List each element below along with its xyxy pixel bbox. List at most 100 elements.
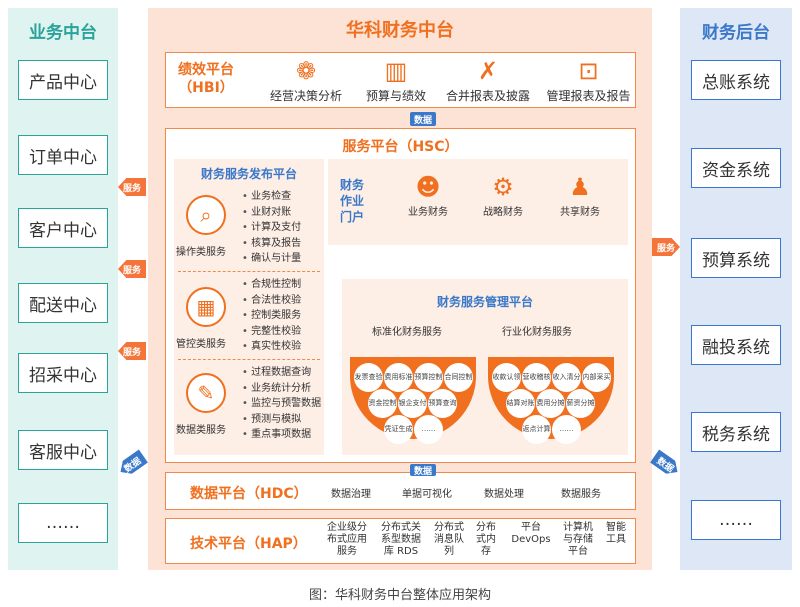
list-item: 预测与模拟: [242, 412, 321, 428]
std-service-bubble: 发票查验: [354, 363, 383, 392]
hbi-heading: 绩效平台 （HBI）: [178, 61, 234, 97]
service-arrow-right: 服务: [652, 238, 680, 256]
operation-list: 业务检查业财对账计算及支付核算及报告确认与计量: [242, 189, 301, 267]
hap-title: 技术平台（HAP）: [190, 536, 307, 552]
delivery-center: 配送中心: [18, 283, 108, 323]
budget-system: 预算系统: [691, 238, 781, 278]
hap-item: 企业级分布式应用服务: [327, 522, 367, 557]
person-icon: ☻: [415, 173, 441, 201]
service-arrow-left: 服务: [118, 178, 146, 196]
hap-item: 分布式消息队列: [434, 522, 464, 557]
list-item: 控制类服务: [242, 308, 301, 324]
ind-service-bubble: 营收稽核: [522, 363, 551, 392]
report-icon: ⊡: [578, 57, 599, 85]
ind-service-bubble: 收入清分: [552, 363, 581, 392]
decision-icon: ❁: [295, 57, 317, 85]
ind-title: 行业化财务服务: [502, 327, 572, 338]
hbi-budget: ▥ 预算与绩效: [356, 57, 436, 104]
hbi-reports: ⊡ 管理报表及报告: [541, 57, 636, 104]
std-service-bubble: 凭证生成: [384, 415, 413, 444]
hbi-item: 预算与绩效: [365, 89, 426, 103]
list-item: 监控与预警数据: [242, 396, 321, 412]
ind-service-bubble: ……: [552, 415, 581, 444]
ind-service-bubble: 内部采买: [582, 363, 611, 392]
business-title: 业务中台: [29, 23, 97, 43]
hbi-sub: （HBI）: [178, 80, 234, 96]
control-list: 合规性控制合法性校验控制类服务完整性校验真实性校验: [242, 277, 301, 355]
hsc-platform: 服务平台（HSC） 财务服务发布平台 ⌕ 操作类服务 业务检查业财对账计算及支付…: [165, 128, 636, 463]
std-service-bubble: 预算查询: [428, 389, 457, 418]
investment-system: 融投系统: [691, 325, 781, 365]
hbi-decision: ❁经营决策分析: [261, 57, 351, 104]
portal-item: 共享财务: [560, 207, 600, 218]
caption: 图：华科财务中台整体应用架构: [308, 588, 491, 603]
ind-service-bubble: 费用分摊: [536, 389, 565, 418]
portal-strategy: ⚙ 战略财务: [473, 173, 533, 218]
hdc-item: 数据处理: [484, 489, 524, 500]
group-label: 数据类服务: [176, 425, 226, 436]
portal-title: 财务作业门户: [340, 178, 365, 224]
data-arrow-left: 数据: [116, 449, 148, 478]
list-item: 真实性校验: [242, 339, 301, 355]
service-arrow-left: 服务: [118, 260, 146, 278]
order-center: 订单中心: [18, 135, 108, 175]
bar-chart-icon: ▥: [384, 57, 408, 85]
ind-service-bubble: 薪资分摊: [566, 389, 595, 418]
publish-platform: 财务服务发布平台 ⌕ 操作类服务 业务检查业财对账计算及支付核算及报告确认与计量…: [174, 159, 324, 455]
ind-service-bubble: 收款认领: [492, 363, 521, 392]
list-item: 计算及支付: [242, 220, 301, 236]
hap-platform: 技术平台（HAP） 企业级分布式应用服务 分布式关系型数据库 RDS 分布式消息…: [165, 518, 636, 564]
std-service-bubble: ……: [414, 415, 443, 444]
list-item: 过程数据查询: [242, 365, 321, 381]
hap-item: 分布式内存: [476, 522, 496, 557]
data-arrow-up: 数据: [410, 112, 436, 126]
divider: [178, 271, 320, 272]
list-item: 合规性控制: [242, 277, 301, 293]
portal-business: ☻业务财务: [398, 173, 458, 218]
list-item: 重点事项数据: [242, 427, 321, 443]
data-list: 过程数据查询业务统计分析监控与预警数据预测与模拟重点事项数据: [242, 365, 321, 443]
hdc-title: 数据平台（HDC）: [190, 486, 308, 502]
merge-icon: ✗: [477, 57, 499, 85]
business-middle-platform: 业务中台 产品中心 订单中心 客户中心 配送中心 招采中心 客服中心 ……: [8, 8, 118, 570]
hbi-item: 管理报表及报告: [546, 89, 631, 103]
hbi-title: 绩效平台: [178, 62, 234, 78]
data-arrow-down: 数据: [410, 464, 436, 477]
calculator-icon: ▦: [186, 287, 226, 327]
service-center: 客服中心: [18, 430, 108, 470]
std-service-bubble: 合同控制: [444, 363, 473, 392]
list-item: 确认与计量: [242, 251, 301, 267]
group-label: 管控类服务: [176, 339, 226, 350]
brain-icon: ⚙: [492, 173, 514, 201]
hdc-item: 数据服务: [561, 489, 601, 500]
customer-center: 客户中心: [18, 208, 108, 248]
user-icon: ♟: [569, 173, 591, 201]
backend-title: 财务后台: [702, 23, 770, 43]
hdc-item: 数据治理: [331, 489, 371, 500]
std-service-bubble: 银企支付: [398, 389, 427, 418]
mgmt-platform: 财务服务管理平台 标准化财务服务 行业化财务服务 发票查验费用标准预算控制合同控…: [342, 279, 628, 455]
operation-icon: ⌕: [186, 195, 226, 235]
portal-item: 战略财务: [483, 207, 523, 218]
finance-backend: 财务后台 总账系统 资金系统 预算系统 融投系统 税务系统 ……: [680, 8, 792, 570]
list-item: 业财对账: [242, 205, 301, 221]
std-title: 标准化财务服务: [372, 327, 442, 338]
publish-title: 财务服务发布平台: [200, 167, 297, 181]
product-center: 产品中心: [18, 60, 108, 100]
hbi-consolidation: ✗合并报表及披露: [438, 57, 538, 104]
tax-system: 税务系统: [691, 412, 781, 452]
ledger-system: 总账系统: [691, 60, 781, 100]
mgmt-title: 财务服务管理平台: [436, 295, 533, 309]
list-item: 业务统计分析: [242, 381, 321, 397]
std-service-bubble: 预算控制: [414, 363, 443, 392]
data-arrow-right: 数据: [650, 449, 682, 478]
group-label: 操作类服务: [176, 247, 226, 258]
list-item: 完整性校验: [242, 324, 301, 340]
hdc-item: 单据可视化: [402, 489, 452, 500]
list-item: 合法性校验: [242, 293, 301, 309]
std-service-bubble: 资金控制: [368, 389, 397, 418]
center-title: 华科财务中台: [346, 20, 454, 41]
finance-middle-platform: 华科财务中台 绩效平台 （HBI） ❁经营决策分析 ▥ 预算与绩效 ✗合并报表及披…: [148, 8, 652, 570]
fund-system: 资金系统: [691, 148, 781, 188]
list-item: 业务检查: [242, 189, 301, 205]
